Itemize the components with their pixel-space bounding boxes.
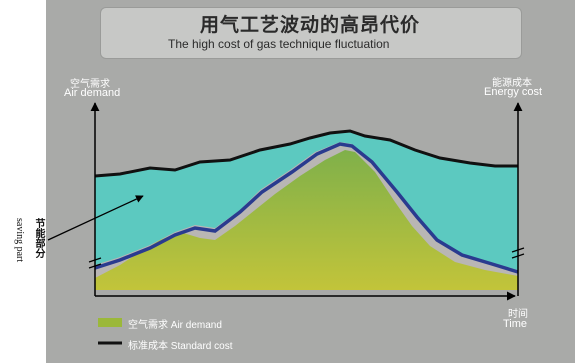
title-chinese: 用气工艺波动的高昂代价 xyxy=(200,15,421,36)
axis-break-right xyxy=(511,247,525,259)
saving-callout-arrow xyxy=(47,195,144,241)
title-box xyxy=(100,7,522,59)
right-axis-label-chinese: 能源成本 xyxy=(492,78,532,89)
title-english: The high cost of gas technique fluctuati… xyxy=(168,37,390,51)
standard-cost-line xyxy=(94,129,518,178)
air-demand-area xyxy=(95,150,518,290)
x-axis-label-english: Time xyxy=(503,318,528,330)
air-demand-line xyxy=(94,142,519,274)
saving-callout-chinese: 节能部分 xyxy=(33,218,44,258)
saving-callout-english: saving part xyxy=(14,218,25,263)
left-axis-label-chinese: 空气需求 xyxy=(70,79,110,90)
legend-standard-cost-label: 标准成本 Standard cost xyxy=(128,341,233,352)
legend-swatch-air-demand xyxy=(98,318,122,327)
axis-break-left xyxy=(88,257,102,269)
left-axis-label-english: Air demand xyxy=(64,87,121,99)
right-axis-label-english: Energy cost xyxy=(484,86,543,98)
x-axis-label-chinese: 时间 xyxy=(508,309,528,320)
legend-air-demand-label: 空气需求 Air demand xyxy=(128,320,222,331)
